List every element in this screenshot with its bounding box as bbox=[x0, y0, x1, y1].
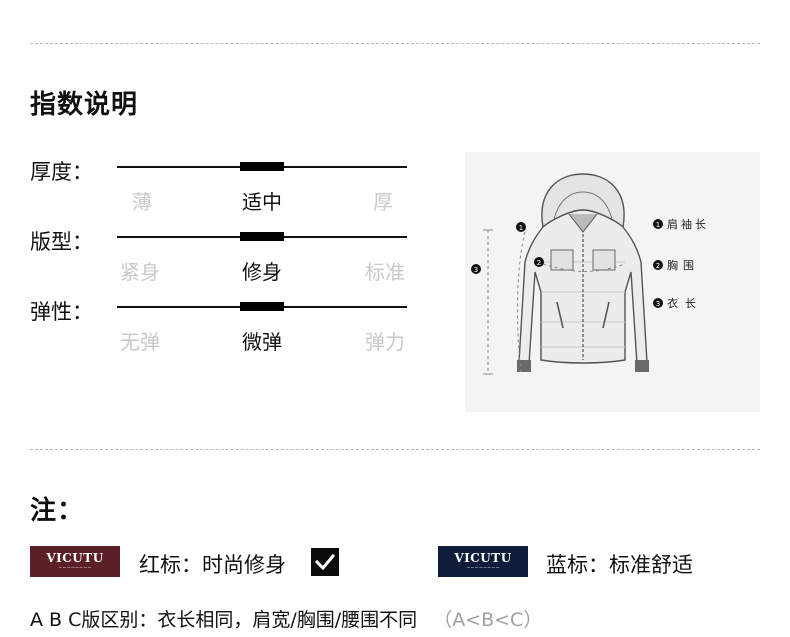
thickness-label: 厚度： bbox=[30, 160, 93, 184]
stretch-marker bbox=[240, 302, 284, 311]
top-divider bbox=[30, 43, 760, 44]
fit-label: 版型： bbox=[30, 230, 93, 254]
blue-tag-brand: VICUTU bbox=[454, 551, 512, 565]
svg-text:2: 2 bbox=[656, 262, 660, 270]
stretch-option-slight: 微弹 bbox=[242, 330, 282, 354]
thickness-marker bbox=[240, 162, 284, 171]
stretch-label: 弹性： bbox=[30, 300, 93, 324]
legend-chest: 2 胸围 bbox=[653, 258, 699, 272]
thickness-option-thin: 薄 bbox=[132, 190, 152, 214]
note-title: 注： bbox=[30, 496, 85, 526]
thickness-option-thick: 厚 bbox=[373, 190, 393, 214]
blue-label-text: 蓝标：标准舒适 bbox=[546, 553, 693, 577]
callout-1: 1 bbox=[516, 222, 526, 232]
callout-2: 2 bbox=[534, 257, 544, 267]
svg-text:2: 2 bbox=[537, 259, 541, 267]
red-label-tag: VICUTU ~~~~~~~~ bbox=[30, 546, 120, 577]
stretch-option-none: 无弹 bbox=[120, 330, 160, 354]
version-note-text: A B C版区别：衣长相同，肩宽/胸围/腰围不同 bbox=[30, 609, 418, 631]
blue-tag-script: ~~~~~~~~ bbox=[466, 565, 500, 571]
thickness-option-medium: 适中 bbox=[242, 190, 282, 214]
blue-label-tag: VICUTU ~~~~~~~~ bbox=[438, 546, 528, 577]
checkmark-icon bbox=[311, 548, 339, 576]
svg-text:1: 1 bbox=[519, 224, 523, 232]
fit-marker bbox=[240, 232, 284, 241]
svg-text:肩袖长: 肩袖长 bbox=[667, 217, 709, 231]
stretch-option-elastic: 弹力 bbox=[365, 330, 405, 354]
section-title: 指数说明 bbox=[30, 90, 139, 120]
red-label-text: 红标：时尚修身 bbox=[139, 553, 286, 577]
svg-text:3: 3 bbox=[656, 300, 660, 308]
fit-option-slim: 修身 bbox=[242, 260, 282, 284]
red-tag-script: ~~~~~~~~ bbox=[58, 565, 92, 571]
legend-length: 3 衣长 bbox=[653, 296, 703, 310]
version-note-hint: （A<B<C） bbox=[433, 609, 543, 631]
bottom-divider bbox=[30, 449, 760, 450]
callout-3: 3 bbox=[471, 264, 481, 274]
fit-option-standard: 标准 bbox=[365, 260, 405, 284]
svg-text:1: 1 bbox=[656, 221, 660, 229]
svg-text:衣长: 衣长 bbox=[667, 296, 703, 310]
svg-text:3: 3 bbox=[474, 266, 478, 274]
svg-text:胸围: 胸围 bbox=[667, 258, 699, 272]
version-note: A B C版区别：衣长相同，肩宽/胸围/腰围不同 （A<B<C） bbox=[30, 605, 542, 632]
legend-shoulder-sleeve: 1 肩袖长 bbox=[653, 217, 709, 231]
jacket-diagram: 1 2 3 1 肩袖长 2 胸围 3 衣长 bbox=[465, 152, 760, 412]
red-tag-brand: VICUTU bbox=[46, 551, 104, 565]
jacket-illustration: 1 2 3 1 肩袖长 2 胸围 3 衣长 bbox=[471, 173, 709, 375]
fit-option-tight: 紧身 bbox=[120, 260, 160, 284]
